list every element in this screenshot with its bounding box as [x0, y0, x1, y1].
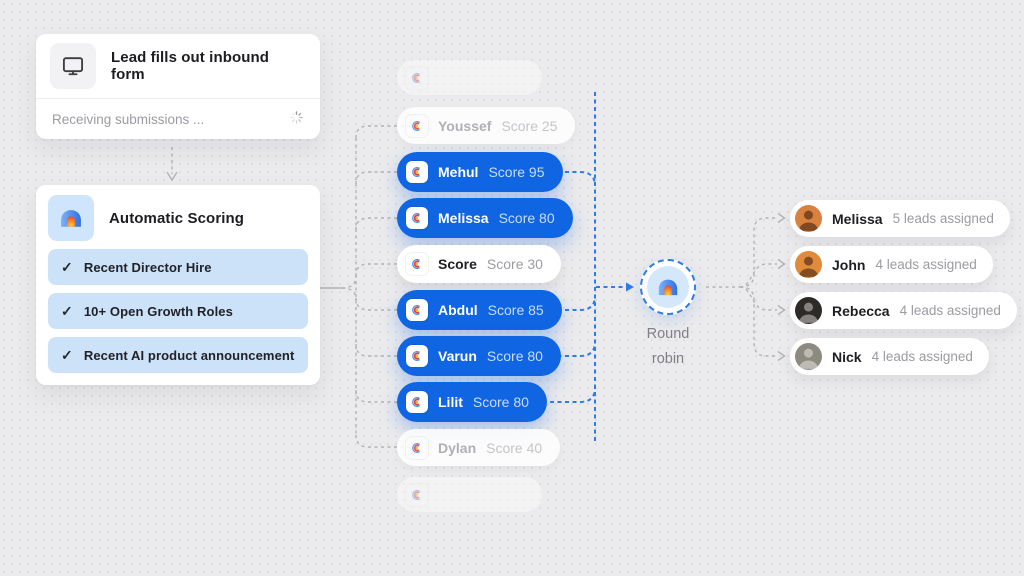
lead-name: Melissa [438, 210, 489, 226]
company-logo-icon [406, 207, 428, 229]
arch-logo-icon [48, 195, 94, 241]
inbound-form-status: Receiving submissions ... [52, 111, 205, 127]
company-logo-icon [406, 253, 428, 275]
company-logo-icon [406, 483, 428, 506]
lead-name: Youssef [438, 117, 492, 134]
round-robin-label: Round robin [646, 326, 690, 368]
arch-logo-icon [647, 266, 689, 308]
rep-assignment: 4 leads assigned [871, 349, 973, 364]
lead-score: Score 25 [501, 117, 558, 134]
lead-pill-score: Score Score 30 [397, 245, 561, 283]
avatar [795, 251, 822, 278]
criterion-ai-announcement: ✓ Recent AI product announcement [48, 337, 308, 373]
avatar [795, 205, 822, 232]
lead-name: Mehul [438, 164, 479, 180]
avatar [795, 297, 822, 324]
company-logo-icon [406, 299, 428, 321]
inbound-form-card-header: Lead fills out inbound form [36, 34, 320, 98]
rep-pill-melissa: Melissa 5 leads assigned [790, 200, 1010, 237]
lead-pill-melissa: Melissa Score 80 [397, 198, 573, 238]
rep-name: Melissa [832, 210, 883, 227]
lead-name: Lilit [438, 394, 463, 410]
lead-score: Score 80 [472, 394, 529, 410]
lead-pill-youssef: Youssef Score 25 [397, 107, 576, 144]
lead-score: Score 40 [486, 439, 543, 456]
company-logo-icon [406, 161, 428, 183]
lead-pill-mehul: Mehul Score 95 [397, 152, 563, 192]
monitor-icon [50, 43, 96, 89]
rep-name: John [832, 256, 866, 273]
criterion-label: Recent AI product announcement [83, 347, 295, 363]
lead-score: Score 30 [486, 256, 543, 272]
rep-pill-john: John 4 leads assigned [790, 246, 993, 283]
criteria-list: ✓ Recent Director Hire ✓ 10+ Open Growth… [36, 249, 320, 373]
checkmark-icon: ✓ [61, 302, 73, 319]
lead-score: Score 85 [487, 302, 544, 318]
criterion-recent-director-hire: ✓ Recent Director Hire [48, 249, 308, 285]
rep-assignment: 4 leads assigned [899, 303, 1001, 318]
checkmark-icon: ✓ [61, 258, 73, 275]
rep-pill-nick: Nick 4 leads assigned [790, 338, 989, 375]
criterion-open-growth-roles: ✓ 10+ Open Growth Roles [48, 293, 308, 329]
company-logo-icon [406, 436, 428, 459]
lead-pill-varun: Varun Score 80 [397, 336, 561, 376]
company-logo-icon [406, 391, 428, 413]
lead-name: Varun [438, 348, 477, 364]
company-logo-icon [406, 66, 428, 89]
lead-score: Score 80 [498, 210, 555, 226]
inbound-form-card: Lead fills out inbound form Receiving su… [36, 34, 320, 139]
criterion-label: Recent Director Hire [83, 259, 212, 275]
inbound-form-title: Lead fills out inbound form [111, 49, 270, 83]
lead-pill-abdul: Abdul Score 85 [397, 290, 562, 330]
lead-name: Abdul [438, 302, 478, 318]
automatic-scoring-card: Automatic Scoring ✓ Recent Director Hire… [36, 185, 320, 385]
lead-pill-ghost-bottom [397, 477, 542, 512]
automatic-scoring-title: Automatic Scoring [109, 209, 245, 227]
criterion-label: 10+ Open Growth Roles [83, 303, 233, 319]
checkmark-icon: ✓ [61, 346, 73, 363]
rep-pill-rebecca: Rebecca 4 leads assigned [790, 292, 1017, 329]
company-logo-icon [406, 345, 428, 367]
lead-name: Score [438, 256, 477, 272]
avatar [795, 343, 822, 370]
spinner-icon [289, 110, 304, 128]
lead-pill-lilit: Lilit Score 80 [397, 382, 547, 422]
inbound-form-status-row: Receiving submissions ... [36, 98, 320, 139]
rep-name: Rebecca [832, 302, 890, 319]
lead-pill-ghost-top [397, 60, 542, 95]
rep-assignment: 5 leads assigned [892, 211, 994, 226]
lead-score: Score 80 [486, 348, 543, 364]
lead-score: Score 95 [488, 164, 545, 180]
company-logo-icon [406, 114, 428, 137]
lead-name: Dylan [438, 439, 477, 456]
lead-pill-dylan: Dylan Score 40 [397, 429, 561, 466]
rep-assignment: 4 leads assigned [875, 257, 977, 272]
rep-name: Nick [832, 348, 862, 365]
round-robin-node [640, 259, 696, 315]
automatic-scoring-header: Automatic Scoring [36, 185, 320, 249]
